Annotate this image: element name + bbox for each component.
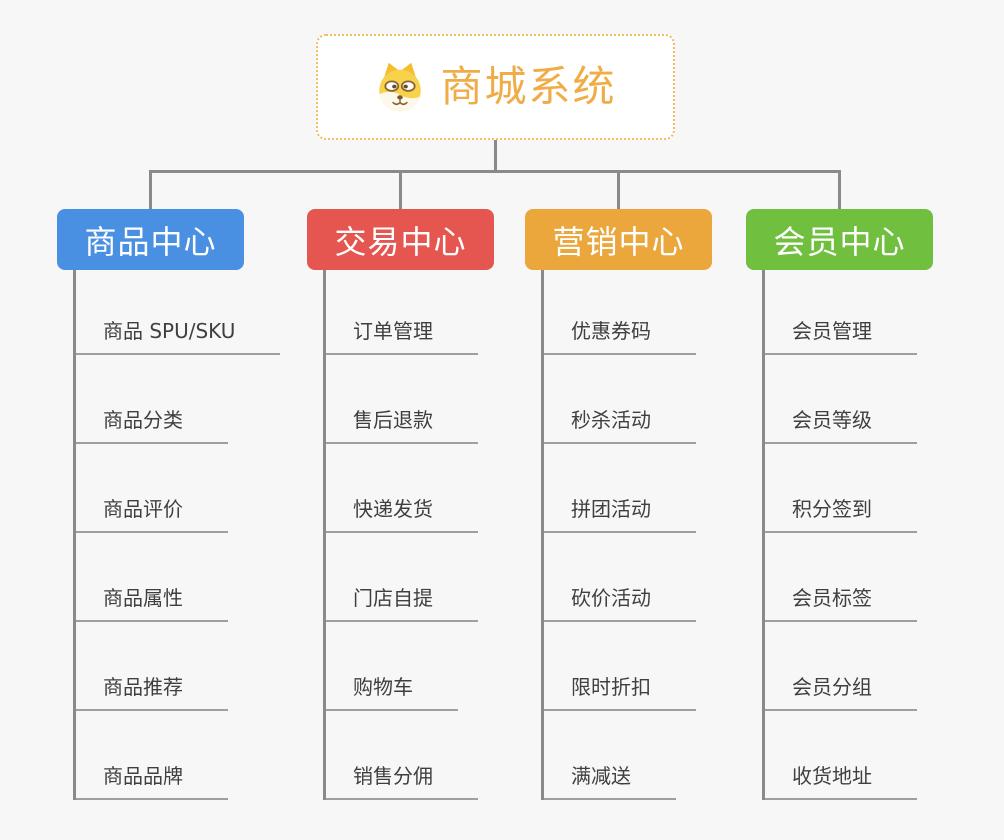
branch-items: 商品 SPU/SKU 商品分类 商品评价 商品属性 商品推荐 商品品牌 — [73, 270, 297, 800]
topic-item[interactable]: 收货地址 — [765, 762, 917, 800]
topic-item[interactable]: 商品分类 — [76, 406, 228, 444]
topic-item[interactable]: 快递发货 — [326, 495, 478, 533]
branch-label: 交易中心 — [334, 222, 467, 261]
branch-column-marketing: 营销中心 优惠券码 秒杀活动 拼团活动 砍价活动 限时折扣 满减送 — [525, 209, 765, 800]
topic-item[interactable]: 会员标签 — [765, 584, 917, 622]
connector-drop — [617, 170, 620, 209]
root-title: 商城系统 — [440, 62, 617, 111]
topic-item[interactable]: 积分签到 — [765, 495, 917, 533]
topic-item[interactable]: 秒杀活动 — [544, 406, 696, 444]
branch-label: 商品中心 — [84, 222, 217, 261]
branch-node-products[interactable]: 商品中心 — [57, 209, 244, 270]
connector-drop — [838, 170, 841, 209]
connector-root-stem — [494, 140, 497, 173]
topic-item[interactable]: 商品推荐 — [76, 673, 228, 711]
topic-item[interactable]: 会员管理 — [765, 317, 917, 355]
branch-items: 会员管理 会员等级 积分签到 会员标签 会员分组 收货地址 — [762, 270, 986, 800]
branch-node-marketing[interactable]: 营销中心 — [525, 209, 712, 270]
topic-item[interactable]: 会员分组 — [765, 673, 917, 711]
shiba-dog-icon — [379, 62, 422, 112]
topic-item[interactable]: 满减送 — [544, 762, 676, 800]
topic-item[interactable]: 拼团活动 — [544, 495, 696, 533]
topic-item[interactable]: 商品 SPU/SKU — [76, 317, 281, 355]
topic-item[interactable]: 售后退款 — [326, 406, 478, 444]
topic-item[interactable]: 订单管理 — [326, 317, 478, 355]
topic-item[interactable]: 优惠券码 — [544, 317, 696, 355]
topic-item[interactable]: 购物车 — [326, 673, 458, 711]
topic-item[interactable]: 门店自提 — [326, 584, 478, 622]
branch-column-trade: 交易中心 订单管理 售后退款 快递发货 门店自提 购物车 销售分佣 — [307, 209, 547, 800]
topic-item[interactable]: 商品评价 — [76, 495, 228, 533]
topic-item[interactable]: 限时折扣 — [544, 673, 696, 711]
topic-item[interactable]: 会员等级 — [765, 406, 917, 444]
root-topic[interactable]: 商城系统 — [316, 34, 675, 140]
branch-label: 营销中心 — [552, 222, 685, 261]
connector-horizontal-rail — [149, 170, 841, 173]
branch-label: 会员中心 — [773, 222, 906, 261]
branch-items: 优惠券码 秒杀活动 拼团活动 砍价活动 限时折扣 满减送 — [541, 270, 765, 800]
branch-column-products: 商品中心 商品 SPU/SKU 商品分类 商品评价 商品属性 商品推荐 商品品牌 — [57, 209, 297, 800]
branch-node-trade[interactable]: 交易中心 — [307, 209, 494, 270]
branch-column-members: 会员中心 会员管理 会员等级 积分签到 会员标签 会员分组 收货地址 — [746, 209, 986, 800]
topic-item[interactable]: 商品品牌 — [76, 762, 228, 800]
connector-drop — [149, 170, 152, 209]
branch-items: 订单管理 售后退款 快递发货 门店自提 购物车 销售分佣 — [323, 270, 547, 800]
connector-drop — [399, 170, 402, 209]
branch-node-members[interactable]: 会员中心 — [746, 209, 933, 270]
topic-item[interactable]: 砍价活动 — [544, 584, 696, 622]
topic-item[interactable]: 商品属性 — [76, 584, 228, 622]
topic-item[interactable]: 销售分佣 — [326, 762, 478, 800]
